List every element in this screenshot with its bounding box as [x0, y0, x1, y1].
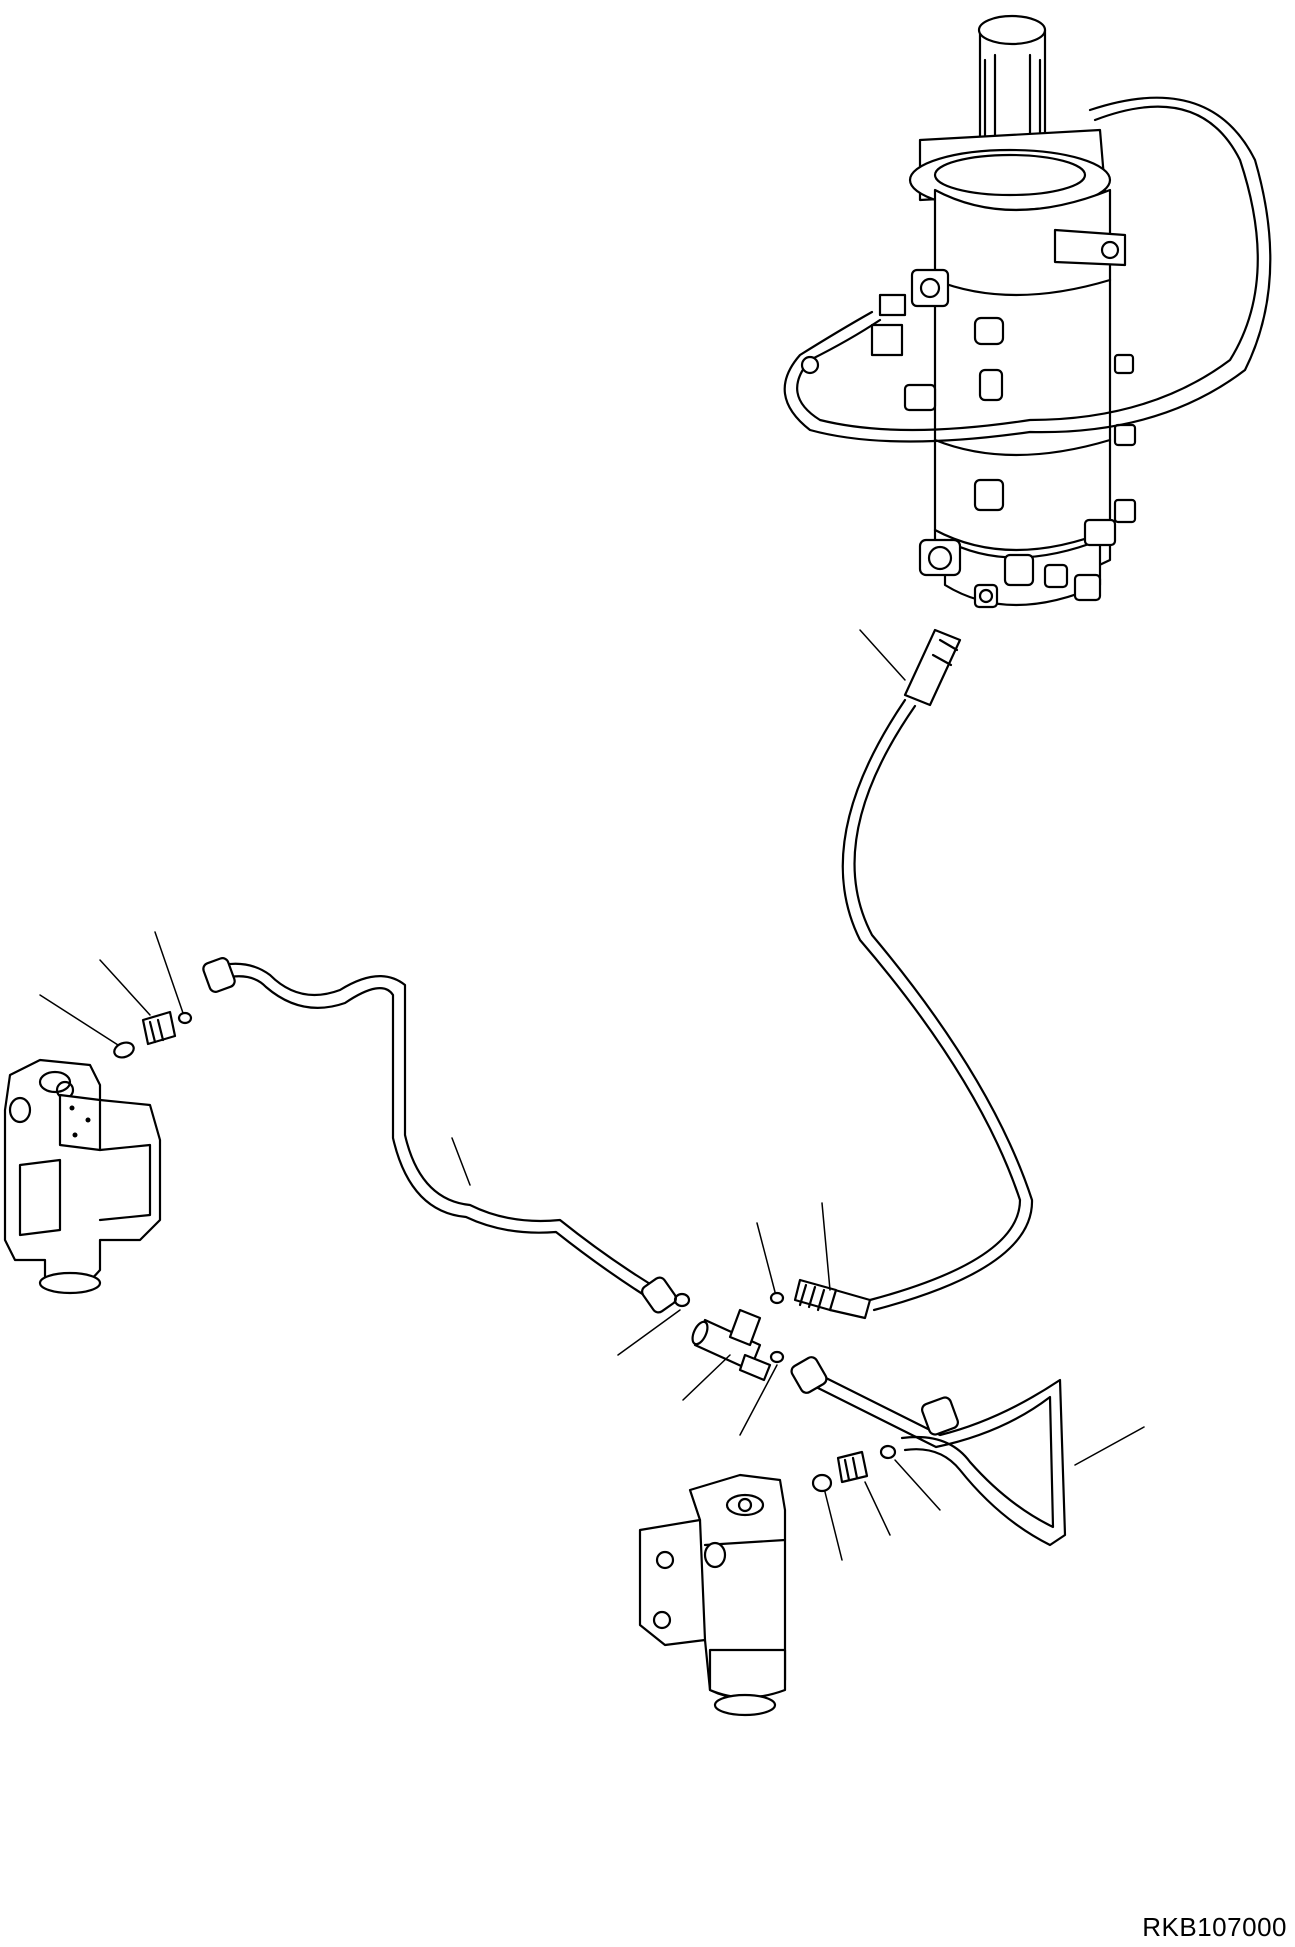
tube-left — [202, 957, 677, 1314]
o-rings-and-adapters — [113, 1010, 897, 1493]
tube-right — [790, 1356, 1067, 1547]
swivel-joint — [783, 14, 1272, 609]
leader-lines — [39, 629, 1145, 1561]
drawing-code: RKB107000 — [1142, 1912, 1287, 1942]
hose — [793, 628, 1034, 1320]
valve-left — [3, 1058, 162, 1295]
valve-right — [638, 1473, 787, 1717]
tee-fitting — [691, 1308, 772, 1382]
